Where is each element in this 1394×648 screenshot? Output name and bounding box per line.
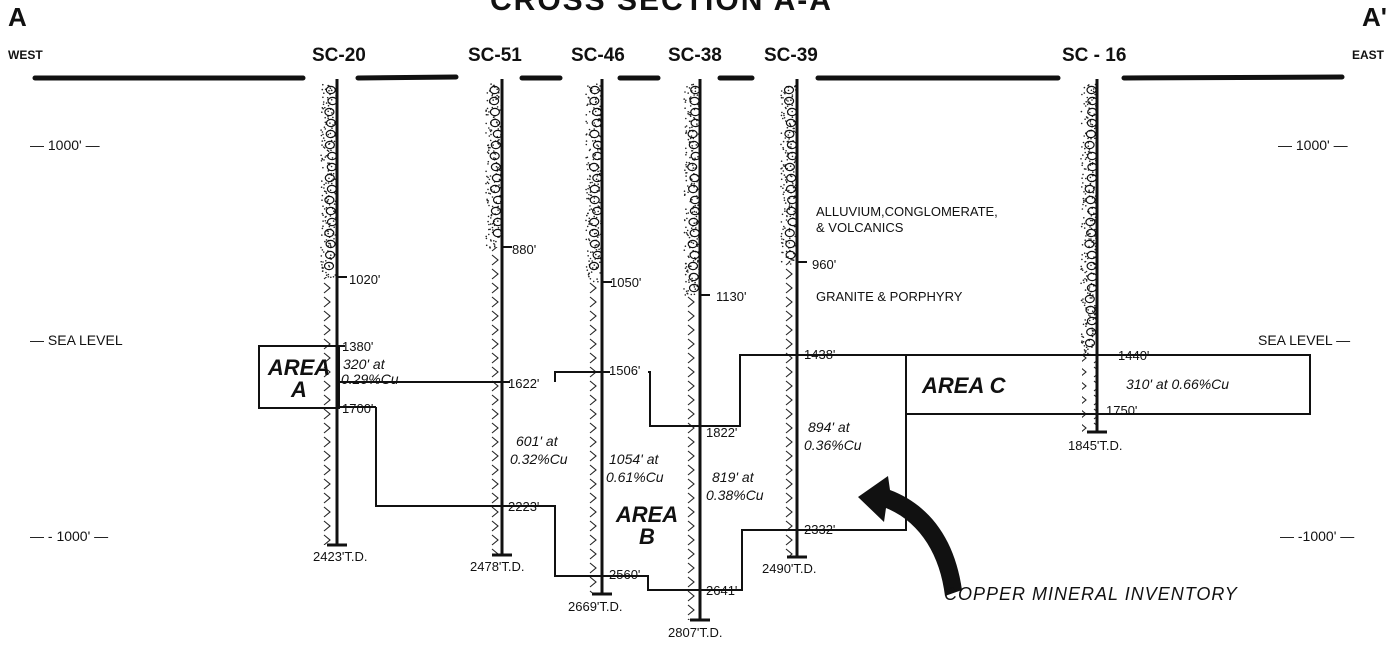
- east-label: EAST: [1352, 49, 1384, 61]
- alluvium-column: [485, 83, 503, 248]
- area-a-label: AREA A: [262, 357, 336, 401]
- area-c-label: AREA C: [922, 375, 1006, 397]
- rock-unit-label: & VOLCANICS: [816, 221, 903, 234]
- well-name: SC-20: [312, 46, 366, 65]
- area-c-grade: 894' at: [808, 420, 850, 434]
- granite-column: [685, 295, 699, 620]
- total-depth-label: 2669'T.D.: [568, 600, 623, 613]
- elevation-label: — -1000' —: [1280, 529, 1354, 543]
- depth-label: 1700': [342, 402, 373, 415]
- alluvium-column: [320, 84, 337, 278]
- section-end-label: A': [1362, 4, 1387, 30]
- section-title: CROSS SECTION A-A': [490, 0, 842, 16]
- inventory-label: COPPER MINERAL INVENTORY: [944, 585, 1238, 603]
- alluvium-column: [1080, 84, 1098, 356]
- area-a-line1: AREA: [262, 357, 336, 379]
- area-c-grade: 0.36%Cu: [804, 438, 862, 452]
- granite-column: [1082, 355, 1096, 432]
- area-b-label: AREA B: [610, 504, 684, 548]
- granite-column: [587, 282, 601, 594]
- granite-column: [782, 262, 796, 557]
- well-lines: [327, 79, 1107, 620]
- area-a-grade: 320' at: [343, 357, 385, 371]
- elevation-label: — SEA LEVEL: [30, 333, 123, 347]
- depth-label: 2560': [609, 568, 640, 581]
- area-c-grade: 310' at 0.66%Cu: [1126, 377, 1229, 391]
- total-depth-label: 2807'T.D.: [668, 626, 723, 639]
- area-a-line2: A: [262, 379, 336, 401]
- depth-label: 1622': [508, 377, 539, 390]
- area-b-grade: 0.32%Cu: [510, 452, 568, 466]
- alluvium-column: [780, 85, 798, 265]
- area-b-grade: 0.61%Cu: [606, 470, 664, 484]
- total-depth-label: 2490'T.D.: [762, 562, 817, 575]
- well-name: SC - 16: [1062, 46, 1126, 65]
- depth-label: 880': [512, 243, 536, 256]
- area-b-bottom-left: [376, 407, 502, 506]
- granite-column: [322, 277, 336, 545]
- inventory-arrow: [858, 476, 962, 596]
- depth-label: 1130': [716, 290, 746, 303]
- total-depth-label: 2423'T.D.: [313, 550, 368, 563]
- area-b-line2: B: [610, 526, 684, 548]
- well-name: SC-51: [468, 46, 522, 65]
- depth-label: 1750': [1106, 404, 1137, 417]
- alluvium-column: [683, 84, 701, 296]
- depth-label: 1506': [609, 364, 640, 377]
- depth-label: 2641': [706, 584, 737, 597]
- depth-label: 1380': [342, 340, 373, 353]
- ground-surface: [35, 77, 1342, 78]
- alluvium-fill: [320, 83, 1098, 356]
- well-name: SC-38: [668, 46, 722, 65]
- total-depth-label: 2478'T.D.: [470, 560, 525, 573]
- depth-label: 960': [812, 258, 836, 271]
- depth-label: 1020': [349, 273, 380, 286]
- west-label: WEST: [8, 49, 43, 61]
- area-b-grade: 601' at: [516, 434, 558, 448]
- depth-label: 1050': [610, 276, 641, 289]
- elevation-label: — 1000' —: [30, 138, 100, 152]
- depth-label: 1438': [804, 348, 835, 361]
- depth-label: 2332': [804, 523, 835, 536]
- depth-label: 1822': [706, 426, 737, 439]
- granite-column: [487, 247, 501, 555]
- depth-label: 1440': [1118, 349, 1149, 362]
- elevation-label: — 1000' —: [1278, 138, 1348, 152]
- area-b-grade: 1054' at: [609, 452, 658, 466]
- area-b-grade: 819' at: [712, 470, 754, 484]
- depth-label: 2223': [508, 500, 539, 513]
- area-b-grade: 0.38%Cu: [706, 488, 764, 502]
- well-name: SC-39: [764, 46, 818, 65]
- total-depth-label: 1845'T.D.: [1068, 439, 1123, 452]
- rock-unit-label: GRANITE & PORPHYRY: [816, 290, 962, 303]
- area-b-line1: AREA: [610, 504, 684, 526]
- rock-unit-label: ALLUVIUM,CONGLOMERATE,: [816, 205, 998, 218]
- area-c-box: [800, 355, 1310, 414]
- alluvium-column: [585, 83, 602, 282]
- section-start-label: A: [8, 4, 27, 30]
- elevation-label: SEA LEVEL —: [1258, 333, 1350, 347]
- area-a-grade: 0.29%Cu: [341, 372, 399, 386]
- well-name: SC-46: [571, 46, 625, 65]
- elevation-label: — - 1000' —: [30, 529, 108, 543]
